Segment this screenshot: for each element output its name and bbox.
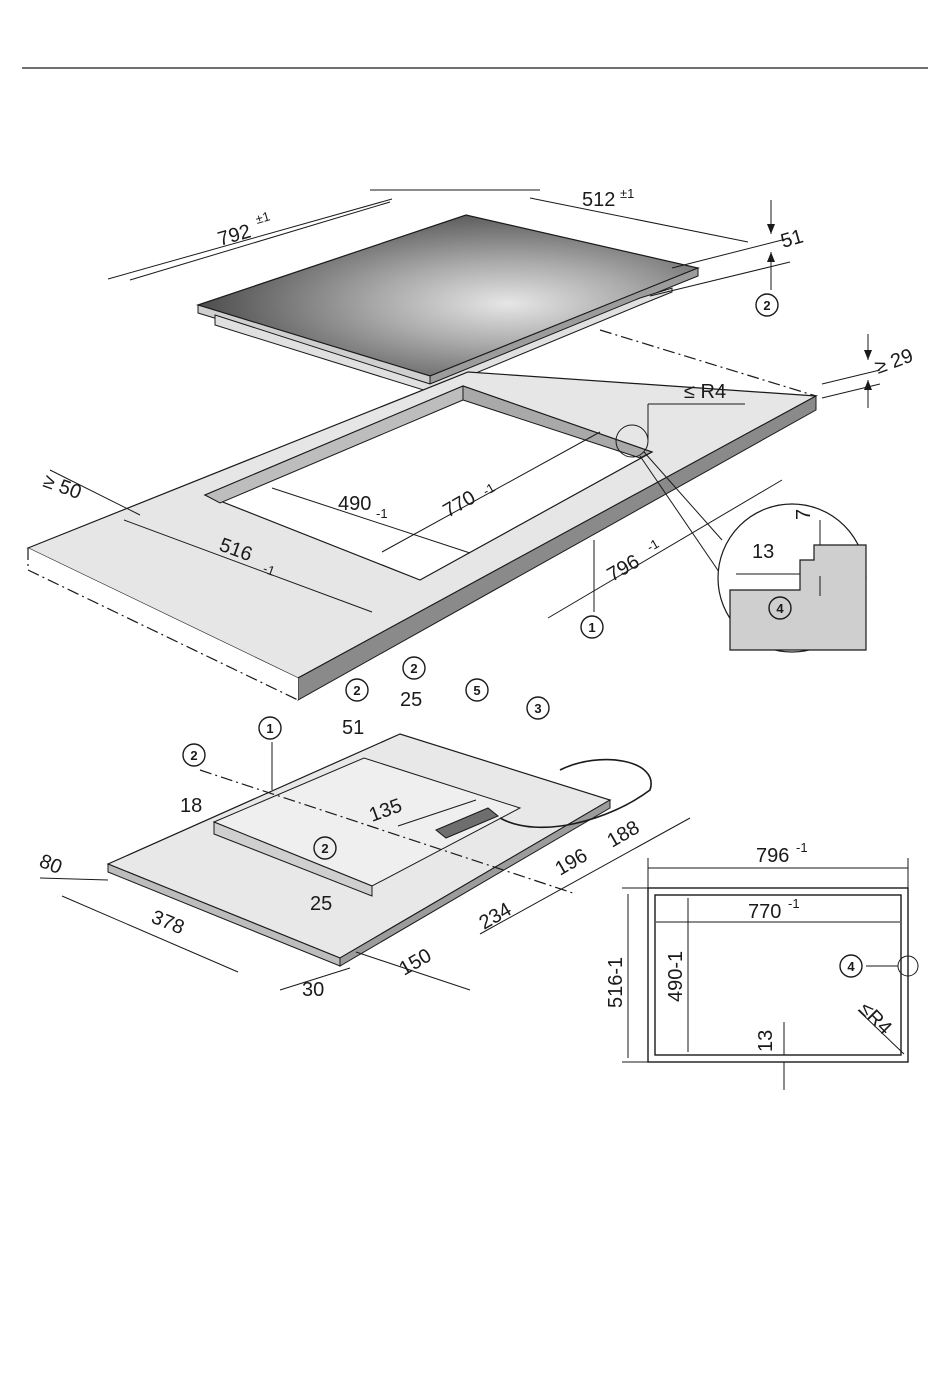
detail-step-width: 13	[752, 541, 774, 563]
underside-label-2: 2	[353, 683, 360, 698]
callout-2-number: 2	[763, 298, 770, 313]
plan-outer-depth: 516-1	[605, 957, 627, 1008]
min-thickness-label: ≥ 29	[872, 345, 916, 379]
underside-label-5: 3	[534, 701, 541, 716]
underside-label-3: 51	[342, 717, 364, 739]
hob-height-label: 51	[778, 226, 805, 253]
rebate-width-tolerance: -1	[644, 536, 662, 555]
detail-view	[718, 504, 866, 652]
underside-label-6: 1	[266, 721, 273, 736]
underside-label-8: 18	[180, 795, 202, 817]
detail-step-height: 7	[793, 509, 815, 520]
hob-width-tolerance: ±1	[254, 209, 272, 227]
underside-label-4: 5	[473, 683, 480, 698]
hob-width-label: 792	[215, 220, 253, 250]
underside-label-14: 25	[310, 893, 332, 915]
underside-label-15: 234	[476, 899, 516, 935]
cutout-depth-tolerance: -1	[376, 506, 388, 521]
underside-label-0: 2	[410, 661, 417, 676]
hob-glass-top	[198, 215, 698, 376]
underside-label-12: 196	[552, 845, 592, 881]
underside-label-13: 2	[321, 841, 328, 856]
callout-4-number: 4	[776, 601, 784, 616]
callout-1-number: 1	[588, 620, 595, 635]
plan-outer-width: 796	[756, 845, 789, 867]
underside-label-18: 30	[302, 979, 324, 1001]
plan-outer-width-tolerance: -1	[796, 840, 808, 855]
hob-depth-tolerance: ±1	[620, 186, 634, 201]
plan-inner-width-tolerance: -1	[788, 896, 800, 911]
plan-callout-4: 4	[847, 959, 855, 974]
underside-label-16: 378	[148, 906, 187, 939]
cutout-depth-label: 490	[338, 493, 371, 515]
plan-inner-depth: 490-1	[665, 951, 687, 1002]
rebate-width-label: 796	[604, 551, 644, 587]
underside-label-1: 25	[400, 689, 422, 711]
radius-label: ≤ R4	[684, 381, 726, 403]
underside-label-7: 2	[190, 748, 197, 763]
underside-label-10: 80	[36, 850, 65, 879]
min-front-gap-label: ≥ 50	[40, 470, 84, 504]
plan-inner-width: 770	[748, 901, 781, 923]
worktop-illustration	[28, 372, 816, 700]
hob-depth-label: 512	[582, 189, 615, 211]
plan-radius: ≤R4	[854, 998, 895, 1039]
plan-rebate: 13	[755, 1030, 777, 1052]
hob-illustration	[198, 215, 698, 392]
underside-label-17: 150	[396, 945, 436, 981]
